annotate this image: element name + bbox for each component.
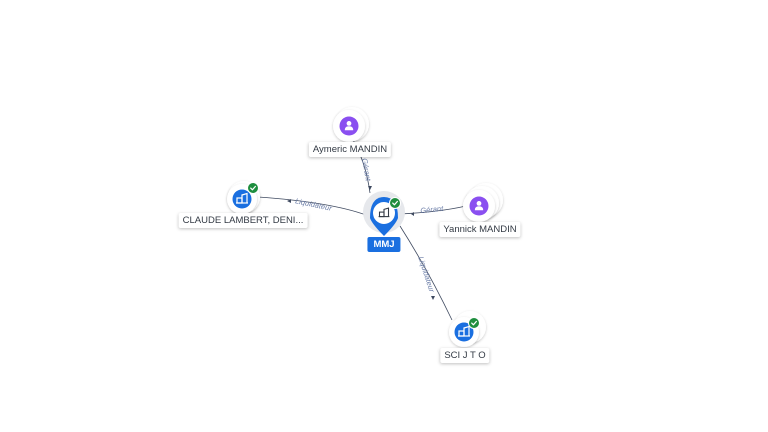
node-label-yannick[interactable]: Yannick MANDIN: [439, 222, 521, 237]
edge-label-yannick: Gérant: [420, 204, 445, 215]
edge-yannick: Gérant: [399, 204, 467, 216]
node-center-mmj[interactable]: [363, 191, 405, 236]
verified-check-icon: [468, 317, 480, 329]
edge-scijto: Liquidateur: [399, 225, 453, 321]
building-icon: [378, 207, 390, 218]
verified-check-icon: [389, 197, 401, 209]
edge-label-aymeric: Gérant: [360, 157, 373, 182]
verified-check-icon: [247, 182, 259, 194]
node-label-center[interactable]: MMJ: [367, 237, 401, 252]
node-yannick[interactable]: [463, 183, 503, 222]
node-label-claude[interactable]: CLAUDE LAMBERT, DENI...: [178, 213, 308, 228]
edge-label-claude: Liquidateur: [294, 196, 333, 213]
node-label-scijto[interactable]: SCI J T O: [440, 348, 490, 363]
node-label-aymeric[interactable]: Aymeric MANDIN: [308, 142, 392, 157]
person-icon: [469, 196, 489, 216]
node-aymeric[interactable]: [333, 107, 369, 142]
person-icon: [339, 116, 359, 136]
node-claude[interactable]: [227, 181, 260, 214]
node-scijto[interactable]: [449, 311, 486, 347]
edge-label-scijto: Liquidateur: [416, 255, 436, 294]
